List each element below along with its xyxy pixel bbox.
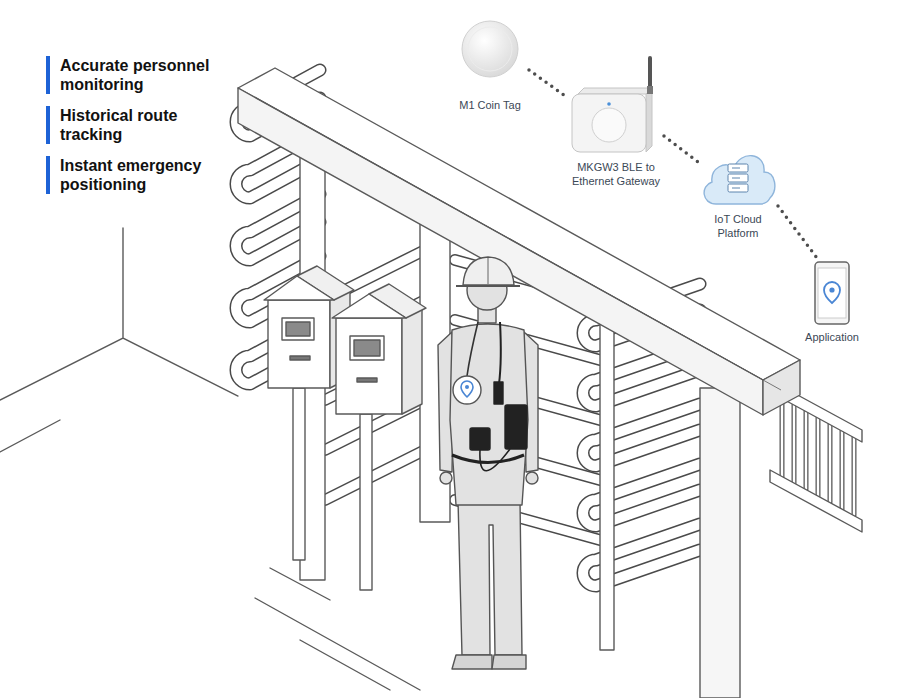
feature-item: Accurate personnel monitoring (46, 56, 232, 94)
app-node: Application (797, 258, 867, 344)
dotted-connector (664, 136, 698, 162)
card-readers (264, 266, 426, 590)
feature-label: Instant emergency positioning (60, 156, 232, 194)
node-label: IoT Cloud Platform (698, 212, 778, 240)
cloud-node: IoT Cloud Platform (698, 140, 778, 240)
worker (438, 257, 538, 669)
gateway-node: MKGW3 BLE to Ethernet Gateway (568, 48, 664, 188)
cloud-icon (698, 140, 778, 212)
node-label: MKGW3 BLE to Ethernet Gateway (568, 160, 664, 188)
gateway-icon (568, 48, 664, 160)
phone-icon (797, 258, 867, 330)
dotted-connector (778, 206, 817, 258)
feature-item: Historical route tracking (46, 106, 232, 144)
dotted-connector (529, 70, 568, 98)
node-label: Application (797, 330, 867, 344)
feature-label: Historical route tracking (60, 106, 232, 144)
tag-node: M1 Coin Tag (451, 18, 529, 112)
room-lines (0, 228, 420, 690)
feature-label: Accurate personnel monitoring (60, 56, 232, 94)
node-label: M1 Coin Tag (451, 98, 529, 112)
tag-icon (451, 18, 529, 98)
feature-item: Instant emergency positioning (46, 156, 232, 194)
